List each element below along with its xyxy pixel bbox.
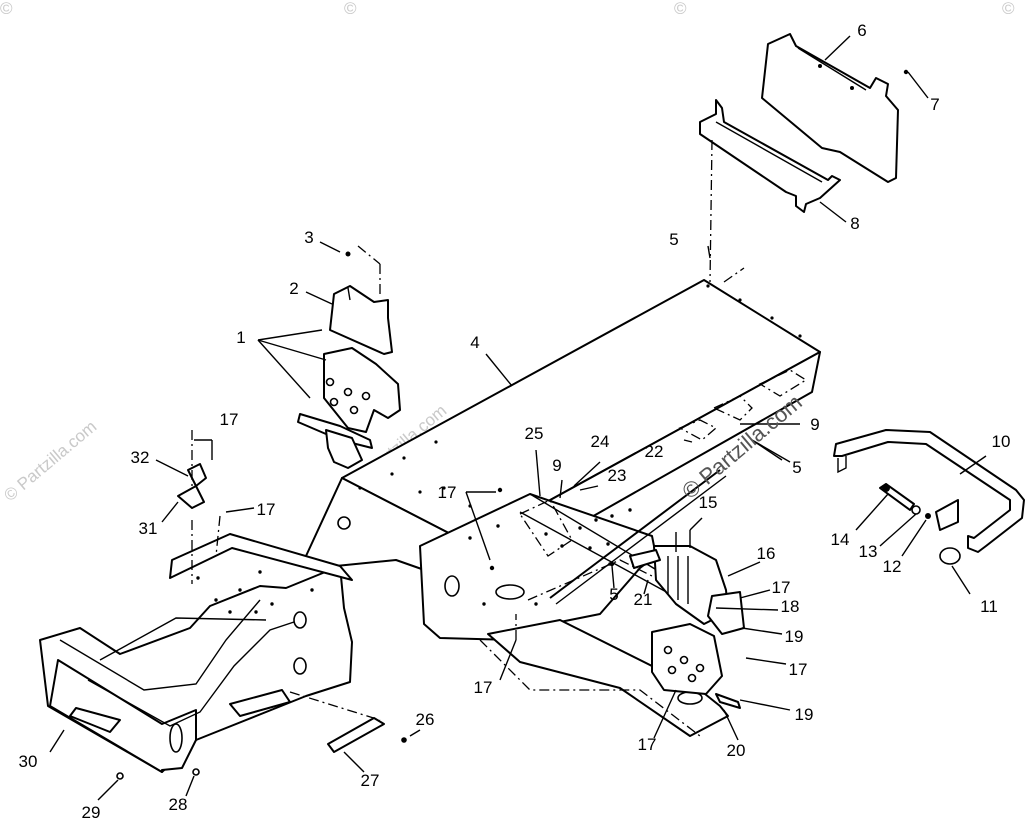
svg-text:© Partzilla.com: © Partzilla.com (0, 417, 100, 505)
callout-15: 15 (699, 493, 718, 512)
callout-17: 17 (257, 500, 276, 519)
callout-17: 17 (220, 410, 239, 429)
callout-4: 4 (470, 333, 479, 352)
callout-20: 20 (727, 741, 746, 760)
callout-17: 17 (772, 578, 791, 597)
mount-brackets (257, 241, 401, 469)
callout-19: 19 (785, 627, 804, 646)
svg-text:©: © (1002, 0, 1015, 18)
callout-31: 31 (139, 519, 158, 538)
snow-flap (761, 33, 929, 183)
callout-6: 6 (857, 21, 866, 40)
rear-bracket (699, 99, 847, 223)
bracket-plates (609, 423, 800, 741)
callout-17: 17 (474, 678, 493, 697)
callout-14: 14 (831, 530, 850, 549)
tunnel-hidden-lines (678, 369, 808, 441)
callout-32: 32 (131, 448, 150, 467)
callout-16: 16 (757, 544, 776, 563)
callout-11: 11 (980, 597, 998, 616)
callout-23: 23 (608, 466, 627, 485)
callout-18: 18 (781, 597, 800, 616)
callout-28: 28 (169, 795, 188, 814)
callout-24: 24 (591, 432, 610, 451)
callout-13: 13 (859, 542, 878, 561)
callout-30: 30 (19, 752, 38, 771)
callout-12: 12 (883, 557, 902, 576)
callout-5: 5 (609, 585, 618, 604)
svg-text:©: © (674, 0, 687, 18)
callout-labels: 1234567891011121314151617181917192017521… (19, 21, 1011, 822)
callout-19: 19 (795, 705, 814, 724)
callout-17: 17 (789, 660, 808, 679)
callout-9: 9 (810, 415, 819, 434)
callout-25: 25 (525, 424, 544, 443)
callout-5: 5 (669, 230, 678, 249)
callout-17: 17 (438, 483, 457, 502)
callout-21: 21 (634, 590, 653, 609)
callout-3: 3 (304, 228, 313, 247)
svg-text:©: © (344, 0, 357, 18)
center-leaders (465, 245, 711, 681)
callout-8: 8 (850, 214, 859, 233)
svg-text:©: © (0, 0, 13, 18)
callout-29: 29 (82, 803, 101, 822)
callout-27: 27 (361, 771, 380, 790)
callout-22: 22 (645, 442, 664, 461)
callout-1: 1 (236, 328, 245, 347)
rear-bumper (833, 429, 1025, 595)
callout-7: 7 (930, 95, 939, 114)
callout-17: 17 (638, 735, 657, 754)
callout-26: 26 (416, 710, 435, 729)
callout-5: 5 (792, 458, 801, 477)
lower-bulkhead (39, 430, 421, 801)
callout-10: 10 (992, 432, 1011, 451)
callout-9: 9 (552, 456, 561, 475)
callout-2: 2 (289, 279, 298, 298)
